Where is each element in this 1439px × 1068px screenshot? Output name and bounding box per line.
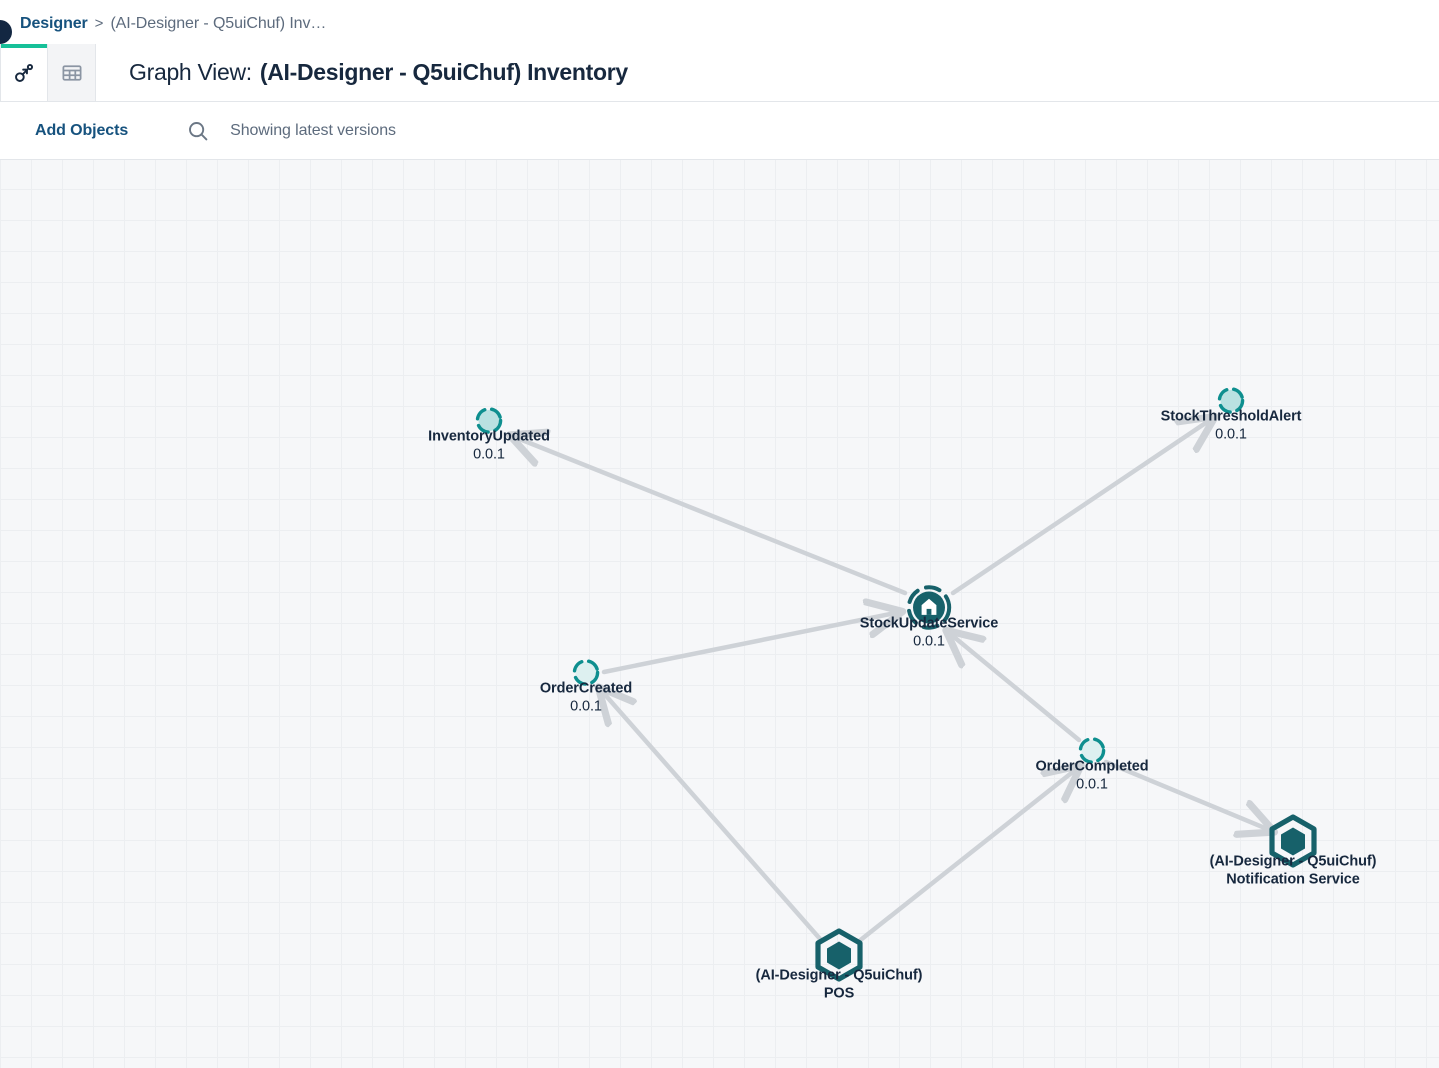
service-node-home-icon[interactable] [905,584,953,637]
node-inventory-updated[interactable]: InventoryUpdated 0.0.1 [428,406,550,463]
domain-node-hexagon-icon[interactable] [1267,814,1319,876]
search-input[interactable]: Showing latest versions [230,121,396,139]
node-pos[interactable]: (AI-Designer - Q5uiChuf) POS [756,928,922,1002]
node-subname: Notification Service [1226,871,1360,888]
edge-stockupdateservice-stockthresholdalert [950,418,1213,596]
edge-ordercompleted-stockupdateservice [948,632,1082,743]
node-label[interactable]: OrderCompleted 0.0.1 [1035,758,1148,794]
node-version: 0.0.1 [1076,776,1108,793]
node-name: OrderCompleted [1035,758,1149,775]
search-icon[interactable] [186,119,210,143]
view-type-label: Graph View: [129,59,252,85]
node-order-created[interactable]: OrderCreated 0.0.1 [540,658,632,715]
table-grid-icon [61,62,83,84]
node-subname: POS [823,985,855,1002]
edge-ordercompleted-notificationservice [1103,759,1272,831]
breadcrumb-link-designer[interactable]: Designer [20,15,88,32]
node-label[interactable]: (AI-Designer - Q5uiChuf) POS [756,967,923,1003]
node-stock-threshold-alert[interactable]: StockThresholdAlert 0.0.1 [1161,386,1301,443]
breadcrumb-bar: Designer > (AI-Designer - Q5uiChuf) Inv… [0,0,1439,48]
add-objects-button[interactable]: Add Objects [35,121,129,139]
domain-node-hexagon-icon[interactable] [813,928,865,990]
node-version: 0.0.1 [473,446,505,463]
edge-ordercreated-stockupdateservice [601,612,900,675]
node-notification-service[interactable]: (AI-Designer - Q5uiChuf) Notification Se… [1210,814,1376,888]
node-name: (AI-Designer - Q5uiChuf) [1209,853,1377,870]
node-label[interactable]: StockUpdateService 0.0.1 [859,615,999,651]
edge-pos-ordercreated [600,689,824,943]
edge-pos-ordercompleted [855,767,1079,945]
breadcrumb: Designer > (AI-Designer - Q5uiChuf) Inv… [0,15,326,33]
graph-toolbar: Add Objects Showing latest versions [0,102,1439,160]
edge-stockupdateservice-inventoryupdated [512,436,908,596]
breadcrumb-separator-icon: > [94,15,104,32]
node-name: StockUpdateService [859,615,999,632]
tab-table-view[interactable] [48,44,96,101]
graph-node-icon [13,62,35,84]
node-name: OrderCreated [539,680,633,697]
tab-graph-view[interactable] [0,44,48,101]
breadcrumb-current: (AI-Designer - Q5uiChuf) Inv… [110,15,327,32]
node-version: 0.0.1 [570,698,602,715]
node-version: 0.0.1 [1215,426,1247,443]
node-name: InventoryUpdated [428,428,550,445]
event-node-icon[interactable] [1216,386,1246,421]
event-node-icon[interactable] [474,406,504,441]
node-label[interactable]: InventoryUpdated 0.0.1 [428,428,550,464]
view-tab-bar: Graph View: (AI-Designer - Q5uiChuf) Inv… [0,44,1439,102]
node-order-completed[interactable]: OrderCompleted 0.0.1 [1035,736,1149,793]
page-title: Graph View: (AI-Designer - Q5uiChuf) Inv… [96,44,628,101]
node-name: StockThresholdAlert [1160,408,1302,425]
event-node-icon[interactable] [571,658,601,693]
app-logo[interactable] [0,20,12,44]
node-label[interactable]: OrderCreated 0.0.1 [540,680,632,716]
graph-edges [0,160,1439,945]
graph-canvas[interactable]: InventoryUpdated 0.0.1 StockThresholdAle… [0,160,1439,1068]
view-name-value: (AI-Designer - Q5uiChuf) Inventory [259,59,628,85]
event-node-icon[interactable] [1077,736,1107,771]
node-stock-update-service[interactable]: StockUpdateService 0.0.1 [860,584,998,650]
node-label[interactable]: (AI-Designer - Q5uiChuf) Notification Se… [1210,853,1377,889]
node-version: 0.0.1 [913,633,945,650]
node-label[interactable]: StockThresholdAlert 0.0.1 [1161,408,1302,444]
node-name: (AI-Designer - Q5uiChuf) [755,967,923,984]
